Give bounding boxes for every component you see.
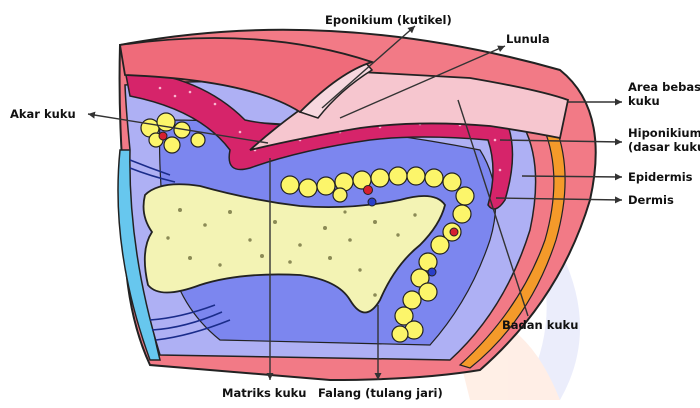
label-badan-kuku: Badan kuku — [502, 318, 578, 332]
label-eponikium: Eponikium (kutikel) — [325, 13, 452, 27]
label-epidermis: Epidermis — [628, 170, 693, 184]
label-lunula: Lunula — [506, 32, 550, 46]
label-matriks-kuku: Matriks kuku — [222, 386, 306, 400]
label-akar-kuku: Akar kuku — [10, 107, 76, 121]
label-hiponikium: Hiponikium (dasar kuku) — [628, 126, 700, 154]
label-area-bebas: Area bebas kuku — [628, 80, 700, 108]
arrow-epidermis — [522, 176, 622, 177]
label-dermis: Dermis — [628, 193, 674, 207]
label-falang: Falang (tulang jari) — [318, 386, 443, 400]
